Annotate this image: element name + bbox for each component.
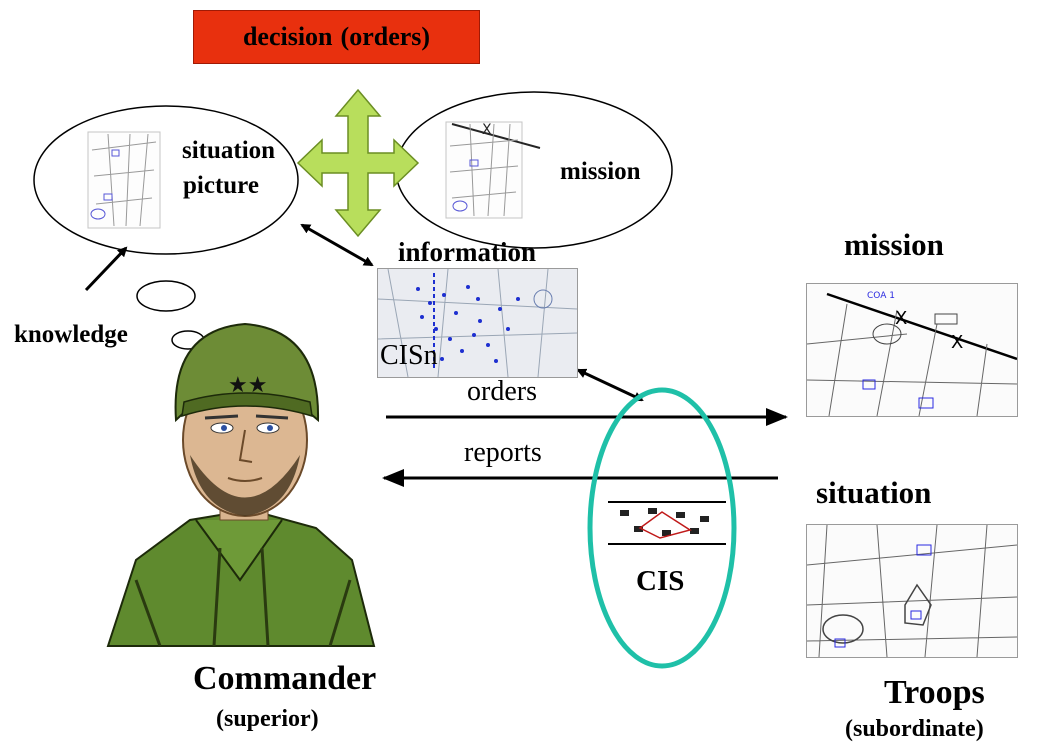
- mission-map: COA 1 X X: [806, 283, 1018, 417]
- mission-map-graphic: COA 1 X X: [807, 291, 1017, 416]
- situation-mini-map: [87, 131, 161, 229]
- knowledge-arrow: [84, 246, 128, 292]
- right-mission-label: mission: [844, 227, 944, 262]
- superior-label: (superior): [216, 706, 319, 732]
- knowledge-label: knowledge: [14, 321, 128, 348]
- quad-arrow: [296, 88, 420, 238]
- commander-label: Commander: [193, 660, 377, 697]
- information-map-graphic: [378, 269, 577, 377]
- situation-label: situation: [182, 137, 276, 164]
- svg-text:X: X: [482, 122, 492, 138]
- mission-map-x2: X: [951, 332, 963, 353]
- cisn-cis-arrow: [576, 368, 644, 402]
- decision-box: decision (orders): [193, 10, 480, 64]
- information-map: [377, 268, 578, 378]
- situation-map: [806, 524, 1018, 658]
- decision-orders: (orders): [340, 22, 431, 51]
- decision-word: decision: [242, 22, 333, 51]
- orders-label: orders: [467, 376, 537, 407]
- subordinate-label: (subordinate): [845, 716, 984, 742]
- mission-mini-map: X: [445, 121, 541, 219]
- bubble-info-arrow: [300, 223, 374, 267]
- reports-label: reports: [464, 437, 542, 468]
- troops-label: Troops: [884, 674, 985, 711]
- cisn-label: CISn: [380, 340, 438, 371]
- coa-label: COA 1: [867, 291, 895, 301]
- right-situation-label: situation: [816, 475, 932, 510]
- information-label: information: [398, 237, 536, 267]
- thought-bubble-small-1: [136, 280, 196, 312]
- svg-text:★★: ★★: [228, 373, 267, 398]
- mission-bubble-label: mission: [560, 158, 641, 185]
- mission-map-x1: X: [895, 308, 907, 329]
- cis-ellipse: [587, 387, 737, 669]
- cis-label: CIS: [636, 565, 685, 597]
- picture-label: picture: [183, 172, 259, 199]
- situation-map-graphic: [807, 525, 1017, 657]
- commander-figure: ★★: [106, 322, 376, 647]
- cis-network-icon: [608, 501, 726, 545]
